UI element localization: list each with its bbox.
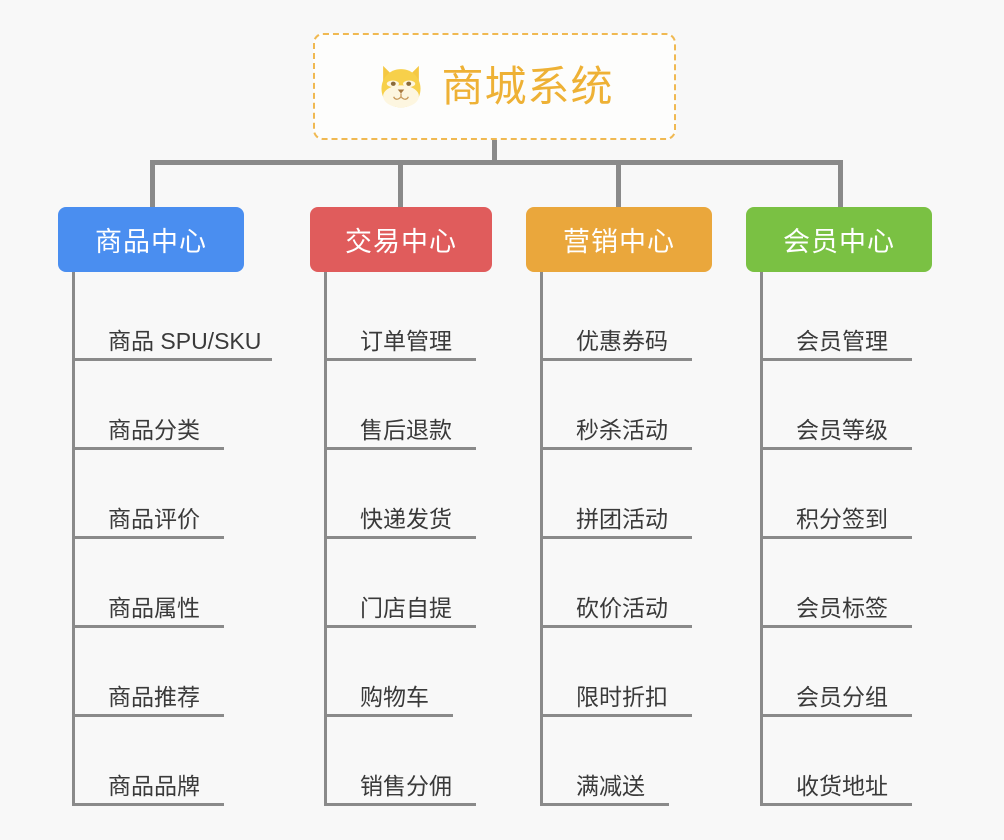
leaf-item[interactable]: 商品属性 — [72, 539, 244, 628]
leaf-rule — [540, 714, 692, 717]
leaf-rule — [72, 625, 224, 628]
leaf-item[interactable]: 售后退款 — [324, 361, 492, 450]
leaf-rule — [324, 358, 476, 361]
connector-root-stem — [492, 140, 497, 162]
leaf-label: 会员标签 — [796, 595, 888, 621]
leaf-label: 商品评价 — [108, 506, 200, 532]
leaf-rule — [540, 358, 692, 361]
leaf-rule — [72, 714, 224, 717]
leaf-rule — [324, 803, 476, 806]
leaf-rule — [72, 803, 224, 806]
branch-header-label-1: 交易中心 — [345, 227, 457, 257]
leaf-rule — [540, 803, 669, 806]
leaf-rule — [324, 536, 476, 539]
branch-body-1: 订单管理 售后退款 快递发货 门店自提 购物车 销售分佣 — [324, 272, 492, 806]
leaf-item[interactable]: 会员等级 — [760, 361, 932, 450]
branch-header-label-2: 营销中心 — [563, 227, 675, 257]
leaf-rule — [760, 803, 912, 806]
branch-column-0: 商品中心 商品 SPU/SKU 商品分类 商品评价 商品属性 商品推荐 商品品牌 — [58, 207, 272, 806]
leaf-rule — [760, 358, 912, 361]
leaf-label: 秒杀活动 — [576, 417, 668, 443]
leaf-label: 购物车 — [360, 684, 429, 710]
leaf-label: 门店自提 — [360, 595, 452, 621]
branch-header-3[interactable]: 会员中心 — [746, 207, 932, 272]
connector-drop-3 — [838, 160, 843, 208]
leaf-item[interactable]: 门店自提 — [324, 539, 492, 628]
leaf-rule — [72, 536, 224, 539]
leaf-rule — [540, 536, 692, 539]
leaf-label: 订单管理 — [360, 328, 452, 354]
branch-header-0[interactable]: 商品中心 — [58, 207, 244, 272]
leaf-label: 收货地址 — [796, 773, 888, 799]
leaf-label: 商品品牌 — [108, 773, 200, 799]
leaf-label: 售后退款 — [360, 417, 452, 443]
leaf-label: 商品推荐 — [108, 684, 200, 710]
leaf-label: 积分签到 — [796, 506, 888, 532]
branch-header-label-3: 会员中心 — [783, 227, 895, 257]
leaf-rule — [760, 625, 912, 628]
leaf-item[interactable]: 购物车 — [324, 628, 492, 717]
leaf-item[interactable]: 会员管理 — [760, 272, 932, 361]
leaf-item[interactable]: 收货地址 — [760, 717, 932, 806]
leaf-item[interactable]: 拼团活动 — [540, 450, 712, 539]
leaf-item[interactable]: 积分签到 — [760, 450, 932, 539]
leaf-item[interactable]: 会员分组 — [760, 628, 932, 717]
leaf-rule — [72, 447, 224, 450]
leaf-item[interactable]: 限时折扣 — [540, 628, 712, 717]
leaf-rule — [72, 358, 272, 361]
branch-body-2: 优惠券码 秒杀活动 拼团活动 砍价活动 限时折扣 满减送 — [540, 272, 712, 806]
leaf-label: 会员等级 — [796, 417, 888, 443]
branch-body-3: 会员管理 会员等级 积分签到 会员标签 会员分组 收货地址 — [760, 272, 932, 806]
leaf-label: 满减送 — [576, 773, 645, 799]
leaf-rule — [540, 447, 692, 450]
leaf-item[interactable]: 订单管理 — [324, 272, 492, 361]
leaf-label: 会员管理 — [796, 328, 888, 354]
leaf-rule — [540, 625, 692, 628]
leaf-item[interactable]: 秒杀活动 — [540, 361, 712, 450]
branch-body-0: 商品 SPU/SKU 商品分类 商品评价 商品属性 商品推荐 商品品牌 — [72, 272, 272, 806]
root-node[interactable]: 商城系统 — [313, 33, 676, 140]
leaf-rule — [324, 625, 476, 628]
leaf-label: 商品属性 — [108, 595, 200, 621]
leaf-item[interactable]: 商品分类 — [72, 361, 244, 450]
branch-column-3: 会员中心 会员管理 会员等级 积分签到 会员标签 会员分组 收货地址 — [746, 207, 932, 806]
leaf-item[interactable]: 会员标签 — [760, 539, 932, 628]
leaf-item[interactable]: 商品 SPU/SKU — [72, 272, 272, 361]
branch-header-2[interactable]: 营销中心 — [526, 207, 712, 272]
leaf-item[interactable]: 商品评价 — [72, 450, 244, 539]
leaf-rule — [760, 536, 912, 539]
leaf-rule — [760, 714, 912, 717]
connector-drop-1 — [398, 160, 403, 208]
connector-drop-2 — [616, 160, 621, 208]
leaf-item[interactable]: 快递发货 — [324, 450, 492, 539]
shiba-dog-icon — [381, 65, 421, 107]
leaf-rule — [324, 714, 453, 717]
leaf-label: 优惠券码 — [576, 328, 668, 354]
leaf-item[interactable]: 满减送 — [540, 717, 712, 806]
leaf-item[interactable]: 商品推荐 — [72, 628, 244, 717]
leaf-rule — [760, 447, 912, 450]
leaf-label: 会员分组 — [796, 684, 888, 710]
leaf-label: 砍价活动 — [576, 595, 668, 621]
leaf-label: 拼团活动 — [576, 506, 668, 532]
branch-header-label-0: 商品中心 — [95, 227, 207, 257]
connector-horizontal-bus — [150, 160, 843, 165]
leaf-label: 限时折扣 — [576, 684, 668, 710]
branch-header-1[interactable]: 交易中心 — [310, 207, 492, 272]
leaf-item[interactable]: 优惠券码 — [540, 272, 712, 361]
connector-drop-0 — [150, 160, 155, 208]
leaf-label: 商品分类 — [108, 417, 200, 443]
root-title: 商城系统 — [441, 62, 614, 110]
leaf-item[interactable]: 销售分佣 — [324, 717, 492, 806]
leaf-label: 快递发货 — [360, 506, 452, 532]
branch-column-1: 交易中心 订单管理 售后退款 快递发货 门店自提 购物车 销售分佣 — [310, 207, 492, 806]
leaf-label: 销售分佣 — [360, 773, 452, 799]
leaf-item[interactable]: 商品品牌 — [72, 717, 244, 806]
leaf-label: 商品 SPU/SKU — [108, 328, 262, 354]
leaf-item[interactable]: 砍价活动 — [540, 539, 712, 628]
branch-column-2: 营销中心 优惠券码 秒杀活动 拼团活动 砍价活动 限时折扣 满减送 — [526, 207, 712, 806]
leaf-rule — [324, 447, 476, 450]
